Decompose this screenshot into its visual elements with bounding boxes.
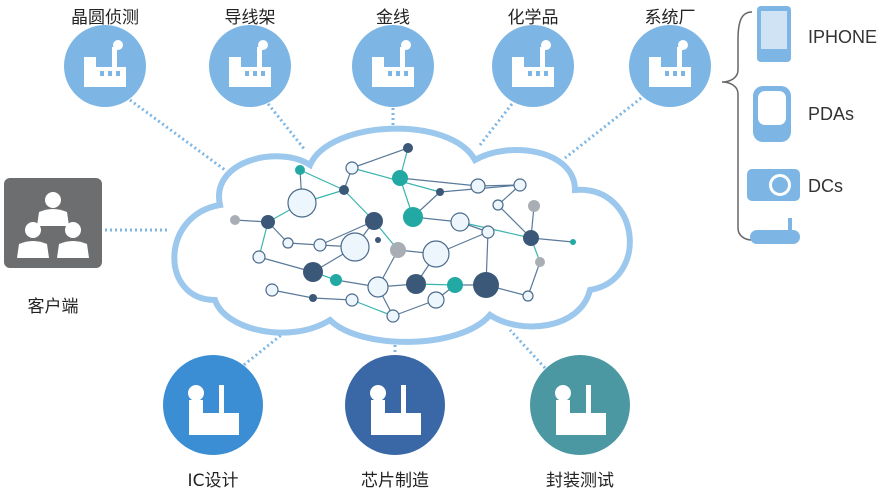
top-node-0[interactable] xyxy=(64,25,146,107)
network-node xyxy=(340,232,370,262)
factory-icon xyxy=(84,40,126,87)
bottom-node-label: 封装测试 xyxy=(546,471,614,491)
network-edge xyxy=(299,169,345,191)
network-node xyxy=(513,178,527,192)
refinery-icon xyxy=(188,385,239,435)
network-node xyxy=(470,178,486,194)
device-pda[interactable] xyxy=(753,86,791,142)
network-node xyxy=(406,274,426,294)
top-node-label: 金线 xyxy=(376,8,410,28)
connector xyxy=(263,99,307,151)
network-node xyxy=(492,199,504,211)
network-node xyxy=(403,143,413,153)
network-node xyxy=(427,291,445,309)
network-graph xyxy=(230,143,576,323)
top-node-label: 导线架 xyxy=(224,8,276,28)
network-node xyxy=(261,215,275,229)
top-node-3[interactable] xyxy=(492,25,574,107)
chemical-factory-icon xyxy=(512,40,554,87)
bottom-node-2[interactable] xyxy=(530,355,630,455)
top-node-1[interactable] xyxy=(209,25,291,107)
network-node xyxy=(295,165,305,175)
top-node-label: 化学品 xyxy=(507,8,559,28)
network-node xyxy=(447,277,463,293)
network-node xyxy=(313,238,327,252)
bottom-node-1[interactable] xyxy=(345,355,445,455)
network-node xyxy=(523,230,539,246)
test-factory-icon xyxy=(555,385,606,435)
client-label: 客户端 xyxy=(27,297,79,317)
network-node xyxy=(481,225,495,239)
client-box[interactable] xyxy=(4,178,102,268)
network-edge xyxy=(319,220,375,246)
network-node xyxy=(339,185,349,195)
top-node-2[interactable] xyxy=(352,25,434,107)
network-node xyxy=(345,293,359,307)
connectors xyxy=(105,93,646,370)
network-node xyxy=(528,200,540,212)
network-node xyxy=(436,188,444,196)
device-camera[interactable] xyxy=(747,169,800,201)
network-node xyxy=(390,242,406,258)
network-edge xyxy=(399,177,479,187)
cloud xyxy=(171,125,633,345)
warehouse-icon xyxy=(229,40,271,87)
device-label: DCs xyxy=(808,176,843,196)
connector xyxy=(239,326,291,370)
network-node xyxy=(522,290,534,302)
network-node xyxy=(287,188,317,218)
connector xyxy=(129,98,226,172)
device-label: IPHONE xyxy=(808,27,878,47)
network-node xyxy=(330,274,342,286)
chimney-factory-icon xyxy=(370,385,421,435)
network-node xyxy=(303,262,323,282)
network-edge xyxy=(527,261,541,297)
pda-icon xyxy=(758,91,786,125)
network-edge xyxy=(351,147,409,169)
network-node xyxy=(230,215,240,225)
router-antenna xyxy=(788,218,792,232)
tablet-icon xyxy=(761,11,787,49)
network-node xyxy=(450,212,470,232)
network-node xyxy=(375,237,381,243)
network-node xyxy=(309,294,317,302)
network-node xyxy=(367,276,389,298)
network-node xyxy=(282,237,294,249)
network-node xyxy=(345,161,359,175)
plant-icon xyxy=(372,40,414,87)
network-edge xyxy=(271,289,314,299)
router-icon[interactable] xyxy=(750,230,800,244)
network-node xyxy=(403,207,423,227)
network-node xyxy=(365,212,383,230)
users-icon xyxy=(17,192,89,258)
camera-icon xyxy=(769,174,791,196)
connector xyxy=(508,328,547,370)
network-edge xyxy=(351,299,394,317)
bottom-node-0[interactable] xyxy=(163,355,263,455)
network-node xyxy=(535,257,545,267)
top-node-4[interactable] xyxy=(629,25,711,107)
top-node-label: 晶圆侦测 xyxy=(71,8,139,28)
bottom-node-label: IC设计 xyxy=(187,471,239,491)
network-node xyxy=(265,283,279,297)
connector xyxy=(564,93,646,160)
network-node xyxy=(422,240,450,268)
network-node xyxy=(252,250,266,264)
network-node xyxy=(473,272,499,298)
device-iphone[interactable] xyxy=(757,6,791,62)
device-label: PDAs xyxy=(808,104,855,124)
network-node xyxy=(386,309,400,323)
network-node xyxy=(392,170,408,186)
bottom-node-label: 芯片制造 xyxy=(361,471,429,491)
device-brace xyxy=(721,11,753,241)
network-node xyxy=(570,239,576,245)
network-edge xyxy=(459,221,532,239)
wind-turbine-icon xyxy=(649,40,691,87)
top-node-label: 系统厂 xyxy=(644,8,696,28)
